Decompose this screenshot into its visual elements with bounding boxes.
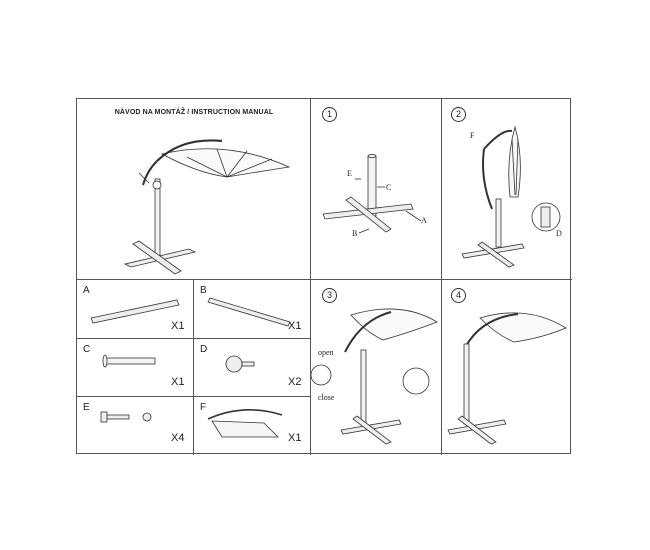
step-2-label-d: D <box>556 229 562 238</box>
overview-panel: NÁVOD NA MONTÁŽ / INSTRUCTION MANUAL <box>77 99 311 280</box>
part-e-letter: E <box>83 402 90 413</box>
step-4-finished-umbrella-drawing <box>447 312 567 445</box>
part-f-letter: F <box>200 402 207 413</box>
overview-umbrella-drawing <box>123 139 291 275</box>
part-e-cell: E X4 <box>77 397 194 455</box>
part-d-cell: D X2 <box>194 339 311 397</box>
step-2-label-f: F <box>470 131 475 140</box>
part-e-bolt-drawing <box>100 411 152 423</box>
part-c-tube-drawing <box>102 354 156 368</box>
step-4-panel: 4 <box>442 280 572 455</box>
step-1-panel: 1 E C A B <box>311 99 442 280</box>
step-1-base-drawing <box>322 154 422 234</box>
step-3-panel: 3 open close <box>311 280 442 455</box>
part-a-letter: A <box>83 285 90 296</box>
part-e-qty: X4 <box>171 432 185 444</box>
part-b-leg-drawing <box>207 297 291 327</box>
step-4-badge: 4 <box>451 288 466 303</box>
step-3-label-open: open <box>318 348 334 357</box>
part-d-qty: X2 <box>288 376 302 388</box>
part-d-letter: D <box>200 344 208 355</box>
step-2-panel: 2 F D <box>442 99 572 280</box>
step-1-label-b: B <box>352 229 358 238</box>
step-3-badge: 3 <box>322 288 337 303</box>
part-f-cell: F X1 <box>194 397 311 455</box>
part-a-qty: X1 <box>171 320 185 332</box>
step-1-label-c: C <box>386 183 392 192</box>
part-b-cell: B X1 <box>194 280 311 339</box>
manual-title: NÁVOD NA MONTÁŽ / INSTRUCTION MANUAL <box>114 109 274 116</box>
instruction-sheet: NÁVOD NA MONTÁŽ / INSTRUCTION MANUAL <box>76 98 572 455</box>
part-f-canopy-arm-drawing <box>207 409 283 438</box>
step-3-label-close: close <box>318 393 335 402</box>
step-3-open-umbrella-drawing <box>311 308 438 445</box>
part-f-qty: X1 <box>288 432 302 444</box>
part-c-cell: C X1 <box>77 339 194 397</box>
part-c-letter: C <box>83 344 91 355</box>
part-b-qty: X1 <box>288 320 302 332</box>
step-2-badge: 2 <box>451 107 466 122</box>
step-2-folded-umbrella-drawing <box>461 125 561 268</box>
step-1-label-a: A <box>421 216 427 225</box>
step-1-label-e: E <box>347 169 352 178</box>
part-d-knob-drawing <box>225 355 255 373</box>
part-c-qty: X1 <box>171 376 185 388</box>
part-b-letter: B <box>200 285 207 296</box>
step-1-badge: 1 <box>322 107 337 122</box>
part-a-leg-drawing <box>90 299 180 324</box>
part-a-cell: A X1 <box>77 280 194 339</box>
